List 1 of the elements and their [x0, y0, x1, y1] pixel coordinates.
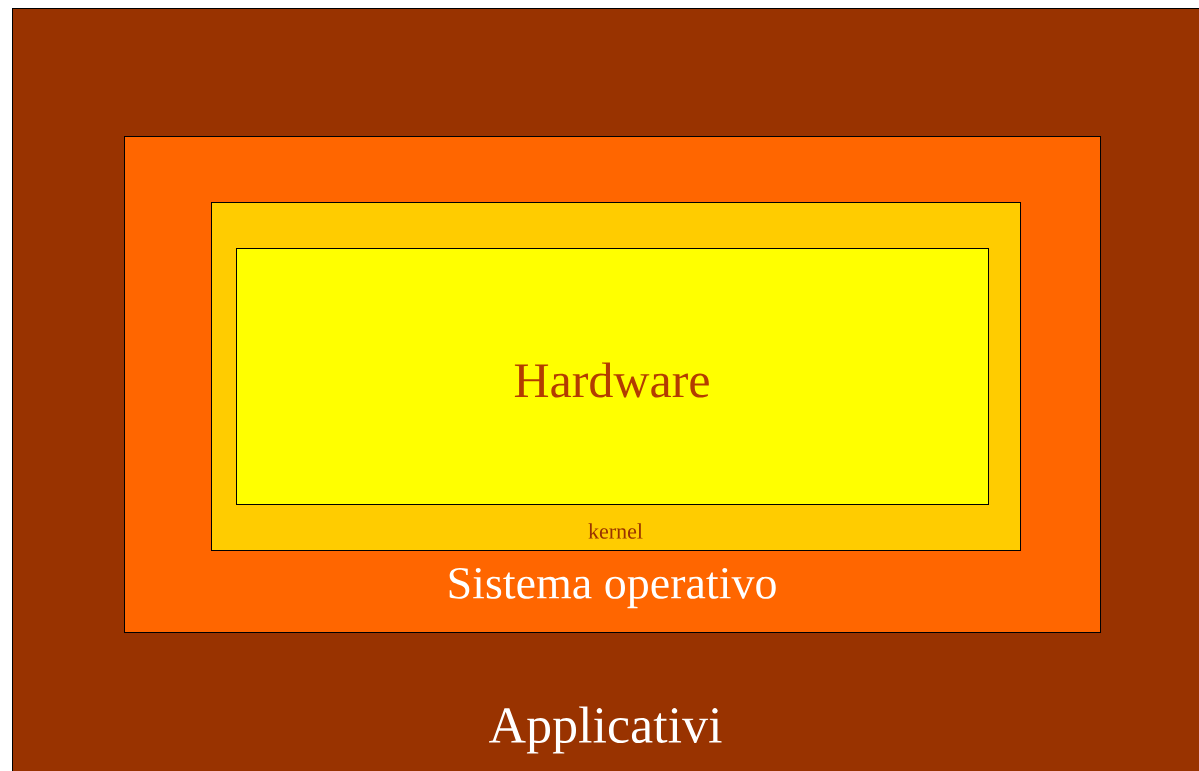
layer-box: Hardware [236, 248, 989, 505]
